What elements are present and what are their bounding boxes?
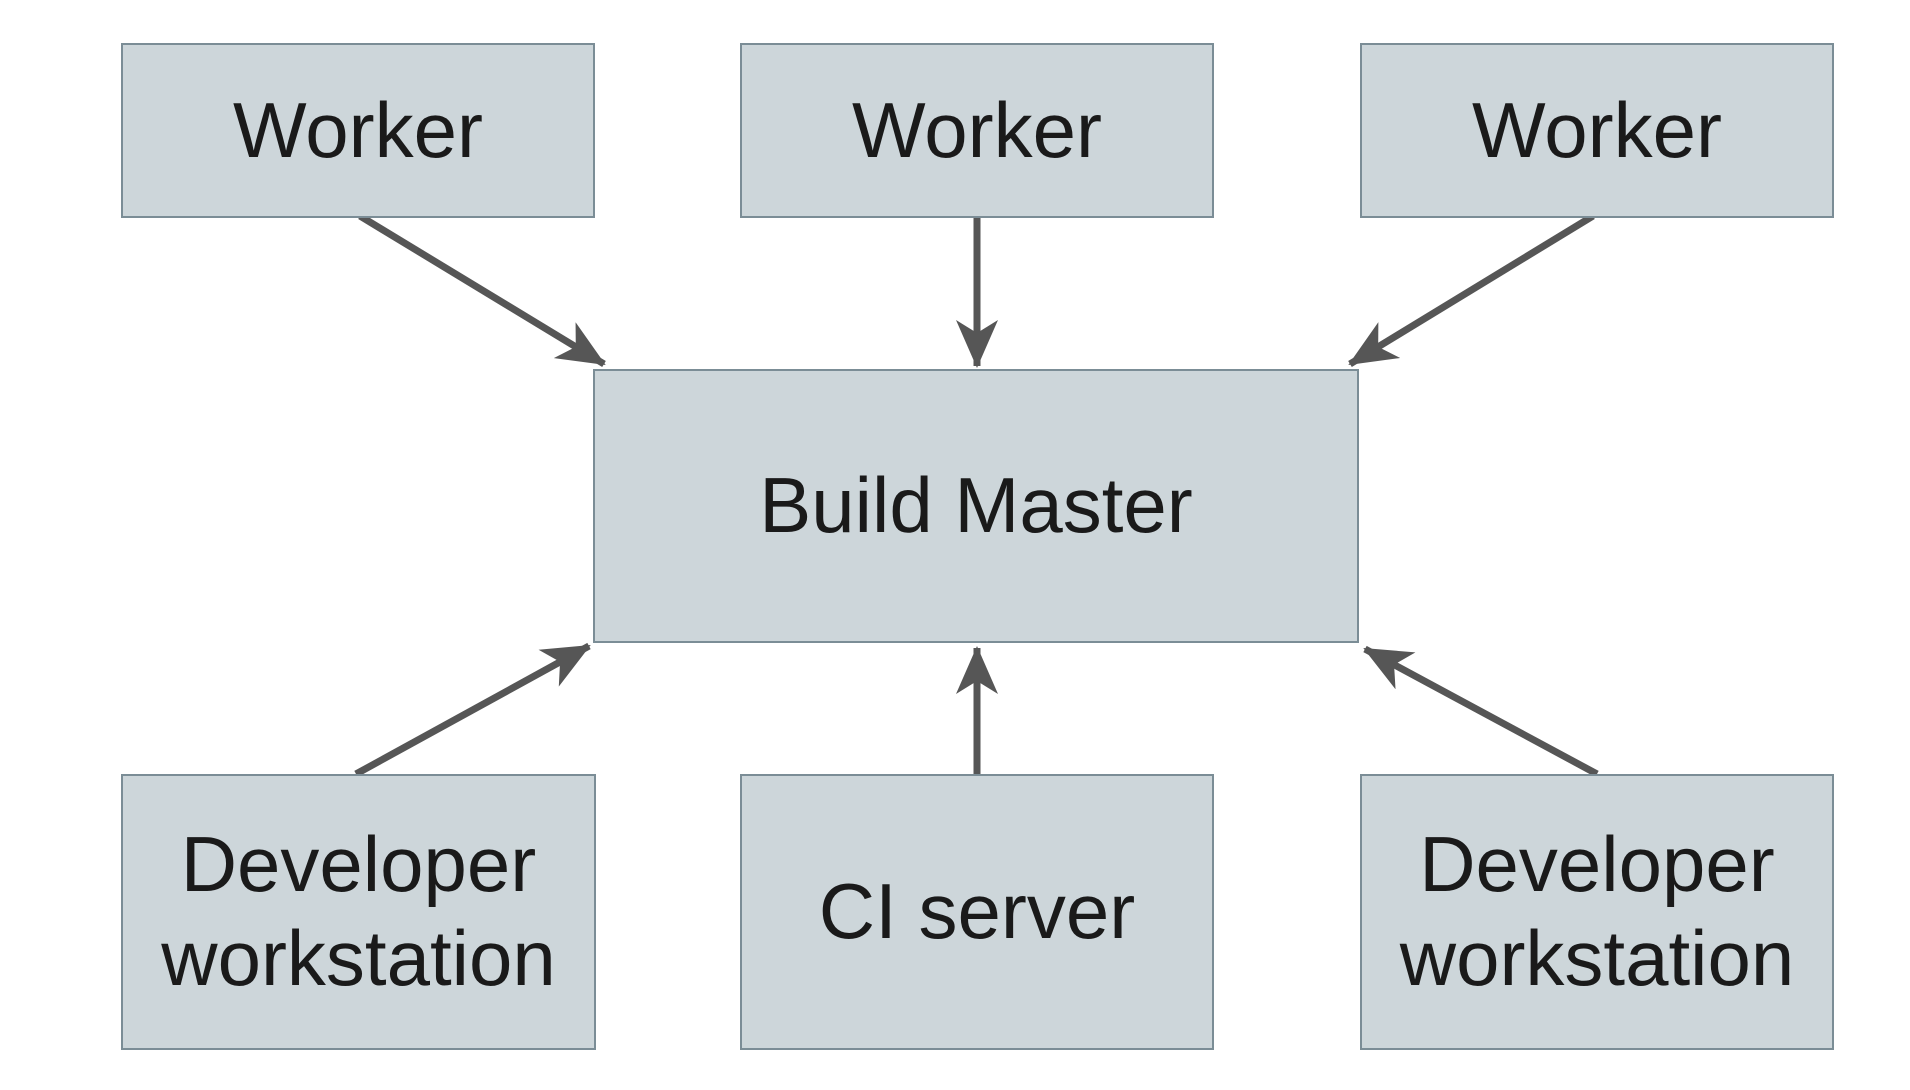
edge-worker1-to-buildmaster	[358, 213, 606, 367]
node-build-master: Build Master	[593, 369, 1359, 643]
node-worker-3: Worker	[1360, 43, 1834, 218]
node-ci-server-label: CI server	[818, 867, 1136, 956]
node-developer-workstation-left-label: Developer workstation	[161, 820, 556, 1002]
node-worker-2-label: Worker	[852, 85, 1102, 174]
node-worker-1-label: Worker	[233, 85, 483, 174]
edge-devright-to-buildmaster	[1363, 645, 1599, 778]
edge-devleft-to-buildmaster	[354, 642, 591, 778]
node-worker-1: Worker	[121, 43, 595, 218]
node-developer-workstation-right: Developer workstation	[1360, 774, 1834, 1050]
node-worker-3-label: Worker	[1472, 85, 1722, 174]
edge-worker3-to-buildmaster	[1348, 213, 1595, 367]
node-developer-workstation-right-label: Developer workstation	[1399, 820, 1795, 1002]
node-worker-2: Worker	[740, 43, 1214, 218]
node-developer-workstation-left: Developer workstation	[121, 774, 596, 1050]
node-ci-server: CI server	[740, 774, 1214, 1050]
node-build-master-label: Build Master	[759, 461, 1193, 550]
